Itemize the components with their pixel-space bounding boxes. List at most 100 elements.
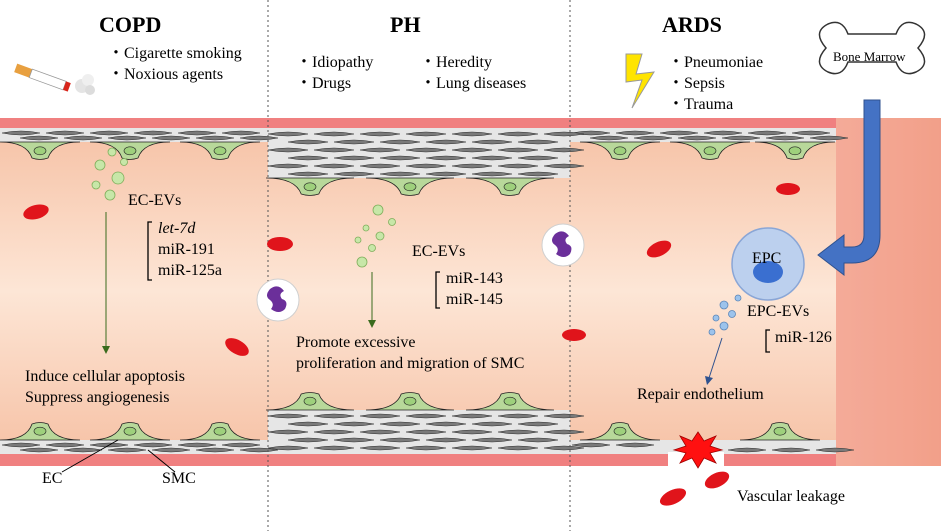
smc-cell [379,421,421,427]
smc-cell [451,445,493,451]
smc-cell [471,437,513,443]
smc-cell [517,437,559,443]
smc-cell [765,135,805,141]
ec-nucleus [303,396,317,406]
ec-nucleus [613,426,627,436]
smc-cell [177,130,217,136]
ec-nucleus [213,426,227,436]
smc-cell [287,437,329,443]
smc-cell [471,421,513,427]
smc-cell [471,171,513,177]
ards-cause: ・Pneumoniae [668,54,764,71]
smc-cell [451,429,493,435]
smc-cell [151,447,191,453]
smc-cell [221,130,261,136]
smc-cell [791,130,831,136]
smc-cell [517,139,559,145]
ph-title: PH [390,12,421,37]
smc-cell [497,131,539,137]
smc-cell [107,135,147,141]
smc-cell [425,421,467,427]
smc-cell [659,130,699,136]
ph-causes-left: ・Idiopathy ・Drugs [296,52,373,94]
ec-ev-vesicles-ph [354,204,396,268]
smc-cell [195,135,235,141]
ec-nucleus [703,146,717,156]
ards-effect: Repair endothelium [637,386,764,403]
smc-cell [497,429,539,435]
smc-cell [703,130,743,136]
epc-label: EPC [752,250,782,267]
smc-cell [19,447,59,453]
smc-cell [133,442,173,448]
smc-cell [89,130,129,136]
smc-cell [359,413,401,419]
copd-mirna: miR-125a [158,262,222,279]
smc-cell [471,139,513,145]
smc-cell [379,139,421,145]
smc-cell [45,442,85,448]
copd-causes: ・Cigarette smoking ・Noxious agents [108,43,242,85]
ec-nucleus [213,146,227,156]
white-blood-cell-icon [256,223,585,322]
smc-cell [313,413,355,419]
bracket-ards [765,329,770,353]
copd-cause: ・Cigarette smoking [108,45,242,62]
smc-cell [405,163,447,169]
smc-cell [405,131,447,137]
ec-nucleus [773,426,787,436]
smc-cell [543,429,585,435]
smc-pointer [147,449,176,473]
copd-effect: Induce cellular apoptosis [25,368,185,385]
ph-mirna-list: miR-143 miR-145 [446,268,503,310]
smc-cell [359,445,401,451]
smc-cell [151,135,191,141]
smc-cell [333,139,375,145]
red-blood-cell-icon [23,183,800,506]
smc-cell [177,442,217,448]
smc-cell [63,447,103,453]
smc-cell [287,171,329,177]
epc-nucleus [753,261,783,283]
smc-cell [405,413,447,419]
smc-cell [425,155,467,161]
ec-nucleus [403,396,417,406]
smc-cell [451,413,493,419]
smc-cell [543,163,585,169]
smc-cell [221,442,261,448]
smc-cell [267,147,309,153]
bracket-copd [147,221,152,281]
smc-cell [19,135,59,141]
smc-cell [405,445,447,451]
smc-cell [809,135,849,141]
ec-nucleus [33,426,47,436]
epc-migration-arrow [817,99,881,277]
smc-cell [107,447,147,453]
smc-label: SMC [162,470,196,487]
smc-cell [313,429,355,435]
smc-cell [615,130,655,136]
vessel-wall-bottom [0,454,941,466]
ards-title: ARDS [662,12,722,37]
smc-cell [451,163,493,169]
ec-label: EC [42,470,63,487]
smc-cell [497,445,539,451]
smc-cells [1,130,855,453]
ards-cause: ・Sepsis [668,75,725,92]
smc-cell [267,163,309,169]
ph-cause: ・Drugs [296,75,352,92]
smc-cell [497,163,539,169]
smc-cell [333,155,375,161]
ph-effect: proliferation and migration of SMC [296,355,525,372]
ph-effects: Promote excessive proliferation and migr… [296,332,524,374]
endothelial-cells [0,141,836,441]
smc-cell [721,135,761,141]
smc-cell [313,147,355,153]
smc-cell [425,171,467,177]
ph-mirna: miR-143 [446,270,503,287]
smc-cell [615,442,655,448]
smc-cell [405,429,447,435]
smc-cell [405,147,447,153]
vessel-wall-top [0,118,941,128]
vessel-right-wall [836,118,941,466]
